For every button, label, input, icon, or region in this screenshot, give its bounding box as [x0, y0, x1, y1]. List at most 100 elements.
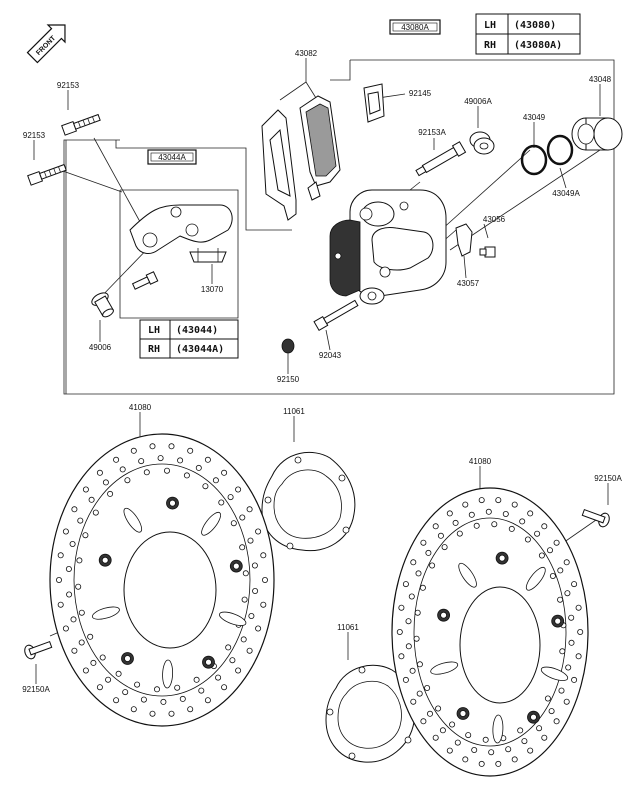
- disc-vent-slot: [219, 611, 247, 626]
- disc-drill-hole: [405, 643, 412, 650]
- callout-13070: 13070: [201, 285, 224, 294]
- disc-drill-hole: [221, 469, 228, 476]
- disc-mount-bolt-hole: [459, 710, 467, 717]
- disc-drill-hole: [246, 647, 253, 654]
- pad-pin-43057-icon: [455, 223, 473, 257]
- disc-drill-hole: [56, 577, 63, 584]
- disc-drill-hole: [495, 760, 502, 767]
- disc-drill-hole: [409, 667, 416, 674]
- disc-drill-hole: [426, 710, 433, 717]
- disc-bolt-right-icon: [581, 509, 610, 528]
- disc-drill-hole: [558, 687, 565, 694]
- disc-drill-hole: [563, 559, 570, 566]
- disc-drill-hole: [462, 501, 469, 508]
- piston-43048-icon: [571, 117, 623, 151]
- disc-drill-hole: [65, 566, 72, 573]
- disc-drill-hole: [563, 698, 570, 705]
- cap-92150-icon: [281, 338, 295, 354]
- disc-drill-hole: [78, 609, 85, 616]
- disc-drill-hole: [508, 525, 515, 532]
- disc-drill-hole: [410, 559, 417, 566]
- disc-drill-hole: [119, 466, 126, 473]
- disc-drill-hole: [553, 718, 560, 725]
- disc-drill-hole: [549, 573, 556, 580]
- disc-drill-hole: [96, 684, 103, 691]
- disc-drill-hole: [227, 494, 234, 501]
- disc-drill-hole: [557, 567, 564, 574]
- disc-drill-hole: [202, 483, 209, 490]
- disc-drill-hole: [174, 684, 181, 691]
- disc-drill-hole: [465, 732, 472, 739]
- disc-drill-hole: [568, 614, 575, 621]
- disc-drill-hole: [485, 508, 492, 515]
- disc-drill-hole: [130, 447, 137, 454]
- disc-drill-hole: [491, 521, 498, 528]
- disc-drill-hole: [149, 443, 156, 450]
- disc-drill-hole: [482, 736, 489, 743]
- disc-drill-hole: [92, 509, 99, 516]
- disc-drill-hole: [473, 522, 480, 529]
- brake-pad-inner-icon: [261, 109, 297, 221]
- disc-drill-hole: [420, 539, 427, 546]
- disc-drill-hole: [527, 510, 534, 517]
- disc-drill-hole: [235, 486, 242, 493]
- disc-drill-hole: [130, 706, 137, 713]
- disc-vent-slot: [525, 566, 546, 591]
- bracket-part-table: LH (43044) RH (43044A): [139, 319, 239, 359]
- disc-drill-hole: [168, 710, 175, 717]
- disc-drill-hole: [260, 552, 267, 559]
- disc-drill-hole: [248, 613, 255, 620]
- disc-drill-hole: [195, 464, 202, 471]
- pad-spring-13070-icon: [189, 248, 227, 263]
- disc-drill-hole: [462, 756, 469, 763]
- gasket-11061-top-icon: [261, 451, 356, 552]
- disc-mount-bolt-hole: [205, 658, 212, 666]
- bolt-92153-mid-icon: [27, 163, 67, 186]
- disc-drill-hole: [198, 687, 205, 694]
- caliper-body-icon: [329, 189, 447, 305]
- disc-drill-hole: [255, 528, 262, 535]
- disc-drill-hole: [87, 633, 94, 640]
- disc-drill-hole: [105, 676, 112, 683]
- callout-43044A: 43044A: [158, 153, 186, 162]
- callout-92043: 92043: [319, 351, 342, 360]
- disc-vent-slot: [458, 562, 477, 588]
- disc-drill-hole: [163, 467, 170, 474]
- disc-drill-hole: [229, 657, 236, 664]
- callout-92150A-right: 92150A: [594, 474, 622, 483]
- disc-drill-hole: [398, 604, 405, 611]
- plug-43056-icon: [479, 246, 496, 258]
- disc-drill-hole: [90, 659, 97, 666]
- disc-drill-hole: [478, 760, 485, 767]
- disc-drill-hole: [204, 697, 211, 704]
- caliper-table-side-1: LH: [484, 20, 496, 31]
- disc-drill-hole: [396, 629, 403, 636]
- callout-labels: 43082 92145 49006A 43048 92153 92153 921…: [22, 49, 622, 694]
- callout-43049A: 43049A: [552, 189, 580, 198]
- disc-drill-hole: [99, 654, 106, 661]
- disc-drill-hole: [225, 644, 232, 651]
- callout-92153A: 92153A: [418, 128, 446, 137]
- disc-drill-hole: [242, 570, 249, 577]
- disc-drill-hole: [405, 618, 412, 625]
- disc-drill-hole: [261, 577, 268, 584]
- disc-drill-hole: [122, 689, 129, 696]
- disc-drill-hole: [71, 647, 78, 654]
- callout-92150A-left: 92150A: [22, 685, 50, 694]
- disc-drill-hole: [541, 734, 548, 741]
- disc-drill-hole: [449, 721, 456, 728]
- disc-drill-hole: [247, 537, 254, 544]
- disc-drill-hole: [575, 653, 582, 660]
- disc-drill-hole: [82, 667, 89, 674]
- callout-92145: 92145: [409, 89, 432, 98]
- callout-41080-right: 41080: [469, 457, 492, 466]
- callout-43080A: 43080A: [401, 23, 429, 32]
- callout-43056: 43056: [483, 215, 506, 224]
- disc-drill-hole: [82, 532, 89, 539]
- disc-drill-hole: [239, 514, 246, 521]
- boot-49006-icon: [91, 292, 114, 318]
- disc-drill-hole: [559, 648, 566, 655]
- callout-43082: 43082: [295, 49, 318, 58]
- disc-mount-bolt-hole: [554, 617, 562, 625]
